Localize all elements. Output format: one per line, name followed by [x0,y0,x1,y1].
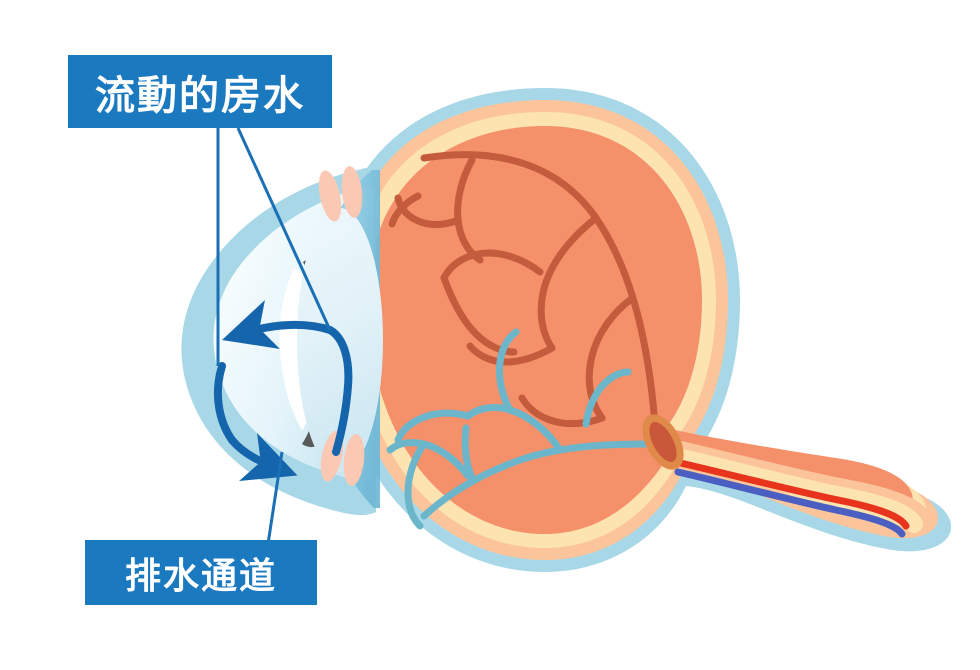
callout-aqueous-flow[interactable]: 流動的房水 [68,55,332,128]
retinal-vein-branch [582,368,632,428]
central-retinal-vein [674,468,906,538]
optic-disc-cup [649,422,677,462]
optic-nerve [659,439,933,538]
aqueous-flow-arrows [213,300,353,481]
flow-arrow-chamber-descent [213,362,236,444]
ciliary-process [341,166,363,218]
retinal-vein-branch [496,328,520,414]
flow-arrow-posterior-chamber [326,326,353,456]
ciliary-process [343,434,365,486]
ciliary-process [318,170,342,222]
retinal-vein-branch [404,440,428,530]
retinal-vein-group [386,328,660,530]
retinal-artery-branch [537,214,600,352]
callout-drainage-channel-label: 排水通道 [124,555,277,597]
retinal-vein [420,440,660,520]
leader-line-aqueous-pupil [236,127,332,331]
leader-lines [216,127,332,545]
central-retinal-artery [672,458,910,530]
retinal-artery-branch [388,192,422,228]
optic-nerve-retina-layer [665,447,923,533]
callout-drainage-channel[interactable]: 排水通道 [85,540,317,605]
retinal-vein-branch [394,409,472,444]
retinal-artery-branch [440,249,544,282]
leader-line-drainage [266,451,284,545]
optic-disc [642,414,684,470]
flow-arrow-into-anterior-chamber [222,300,334,349]
flow-arrow-to-drainage-angle [228,433,298,481]
retinal-vein-branch [461,424,476,482]
callout-aqueous-flow-label: 流動的房水 [95,72,305,119]
retinal-artery-branch [466,342,556,366]
